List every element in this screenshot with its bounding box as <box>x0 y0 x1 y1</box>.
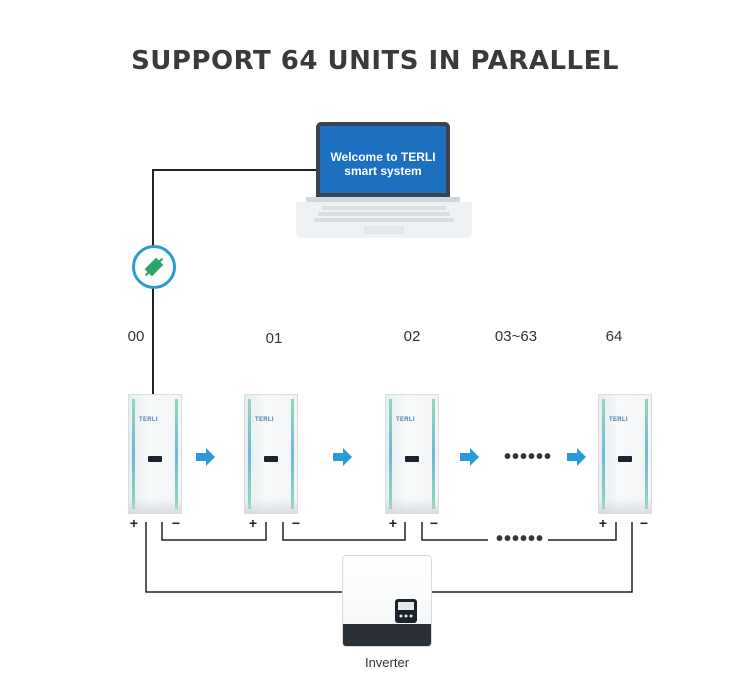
terminal-minus: − <box>171 515 181 531</box>
unit-label-03-63: 03~63 <box>494 328 538 345</box>
terminal-minus: − <box>429 515 439 531</box>
diagram-title: SUPPORT 64 UNITS IN PARALLEL <box>131 46 619 76</box>
inverter-display <box>395 599 417 623</box>
battery-screen <box>264 456 278 462</box>
battery-unit-01: TERLI <box>244 394 298 514</box>
laptop-hinge <box>306 197 460 202</box>
unit-label-02: 02 <box>403 328 421 345</box>
terminal-plus: + <box>388 515 398 531</box>
ellipsis-units: •••••• <box>504 446 553 468</box>
arrow-right-icon <box>196 448 586 466</box>
battery-logo: TERLI <box>255 417 274 423</box>
battery-logo: TERLI <box>396 417 415 423</box>
unit-label-64: 64 <box>605 328 623 345</box>
battery-screen <box>618 456 632 462</box>
laptop-text-line2: smart system <box>344 164 422 178</box>
battery-unit-00: TERLI <box>128 394 182 514</box>
laptop-welcome-text: Welcome to TERLI smart system <box>320 150 446 178</box>
battery-logo: TERLI <box>139 417 158 423</box>
inverter-label: Inverter <box>364 655 410 670</box>
inverter-unit <box>342 555 432 647</box>
battery-screen <box>405 456 419 462</box>
battery-unit-64: TERLI <box>598 394 652 514</box>
terminal-minus: − <box>291 515 301 531</box>
laptop-keyboard <box>296 202 472 238</box>
unit-label-01: 01 <box>265 330 283 347</box>
terminal-minus: − <box>639 515 649 531</box>
unit-label-00: 00 <box>127 328 145 345</box>
battery-logo: TERLI <box>609 417 628 423</box>
keyboard-keys <box>314 206 454 234</box>
battery-screen <box>148 456 162 462</box>
terminal-plus: + <box>248 515 258 531</box>
plug-connector-icon <box>132 245 176 289</box>
ellipsis-wiring: •••••• <box>496 528 545 550</box>
terminal-plus: + <box>129 515 139 531</box>
terminal-plus: + <box>598 515 608 531</box>
laptop-text-line1: Welcome to TERLI <box>330 150 436 164</box>
battery-unit-02: TERLI <box>385 394 439 514</box>
laptop-screen: Welcome to TERLI smart system <box>316 122 450 197</box>
